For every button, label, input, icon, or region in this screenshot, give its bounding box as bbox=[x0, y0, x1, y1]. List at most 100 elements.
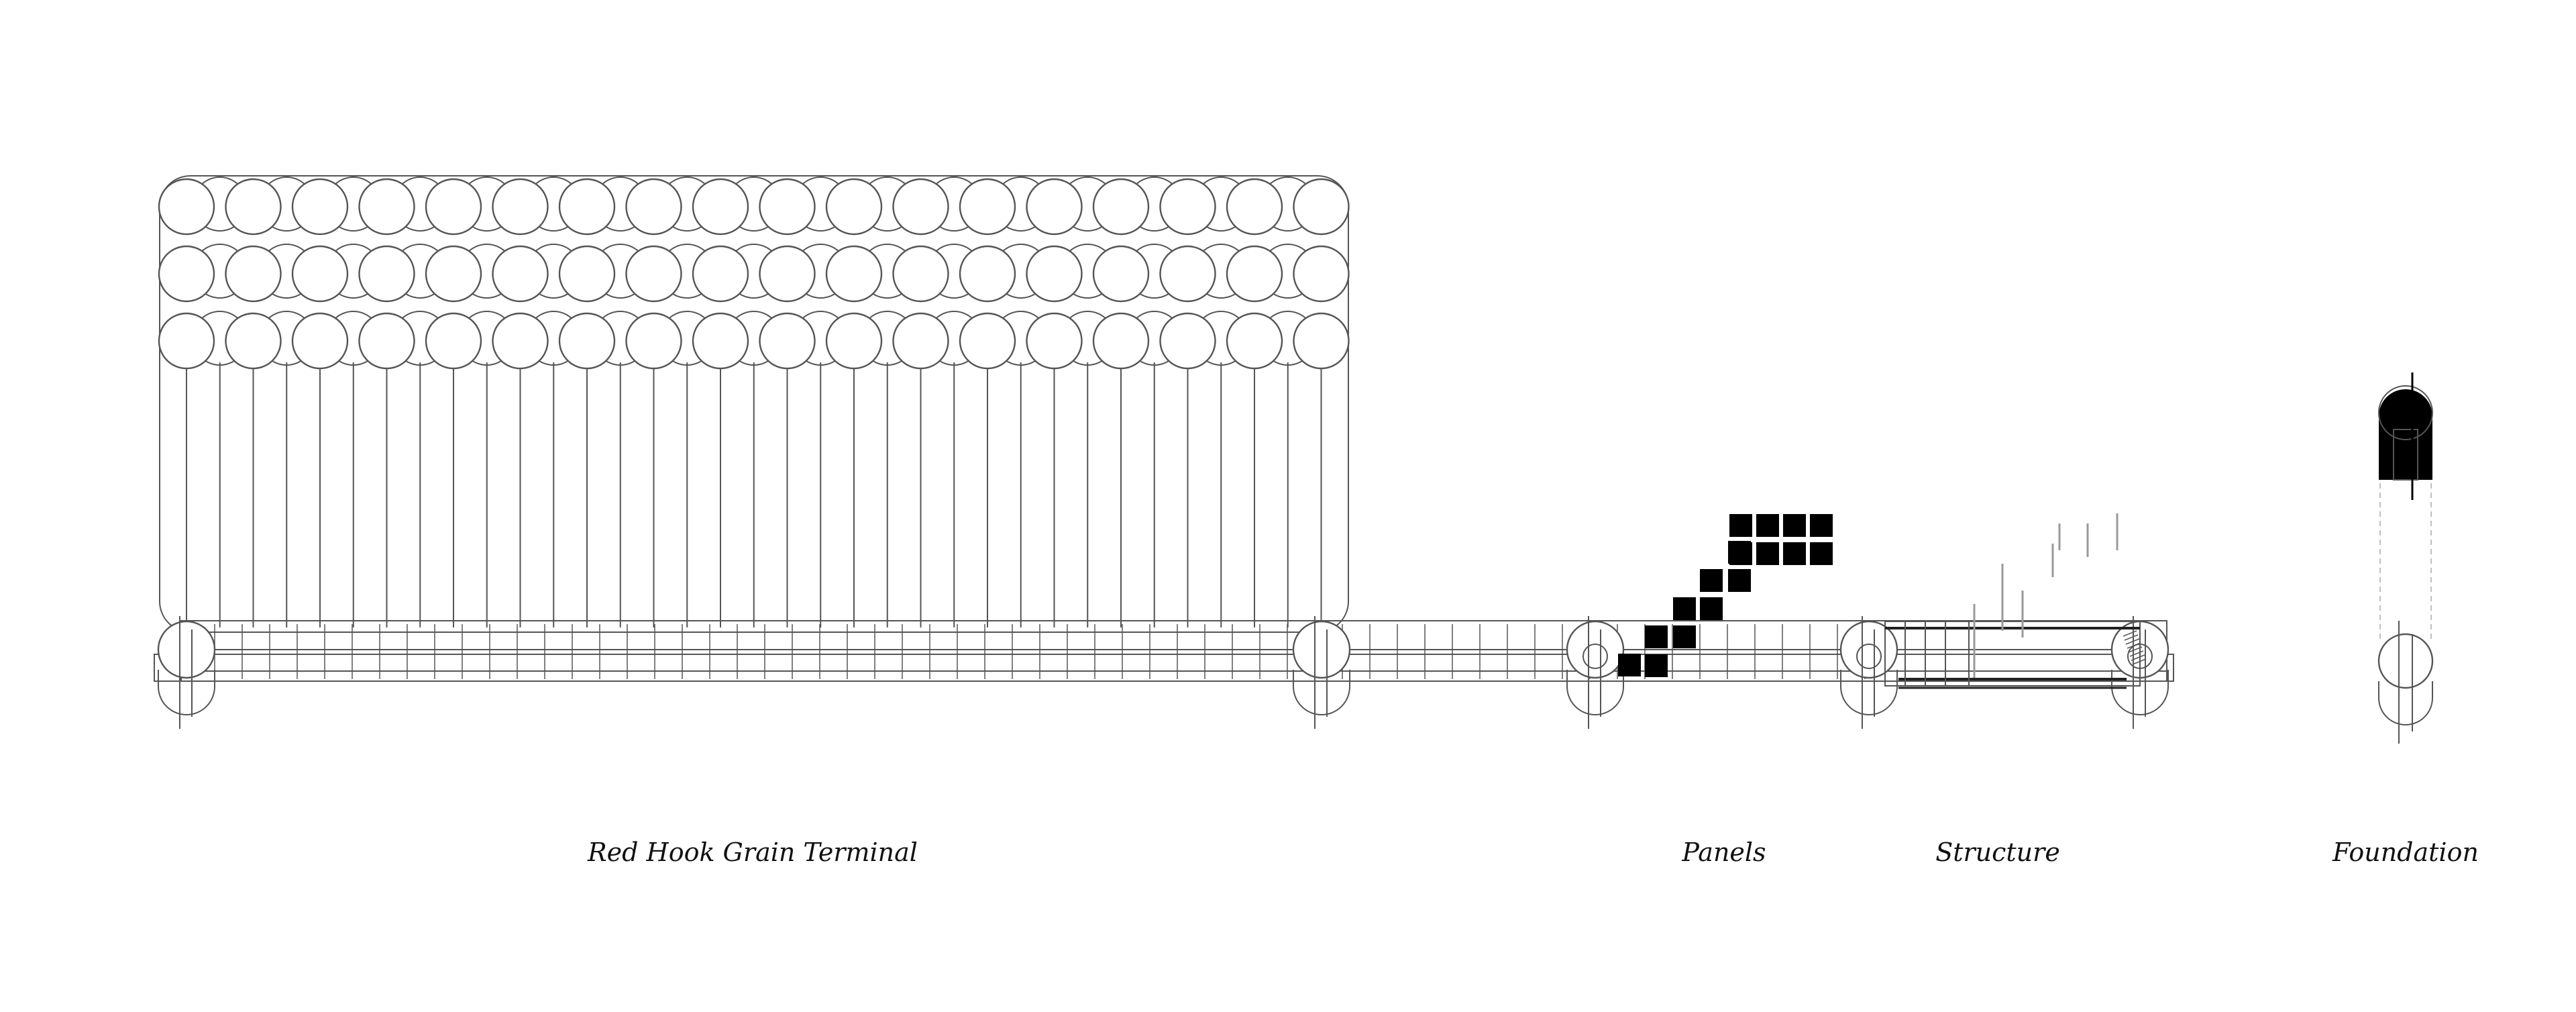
silo-circle bbox=[1026, 245, 1083, 303]
silo-circle bbox=[492, 245, 549, 303]
panel-square bbox=[1783, 514, 1806, 537]
silo-circle bbox=[692, 245, 749, 303]
silo-circle bbox=[892, 178, 949, 236]
conveyor-nodes bbox=[157, 616, 2169, 729]
grain-terminal-silos bbox=[158, 175, 1350, 633]
silo-circle bbox=[358, 178, 415, 236]
node-terminal-start-drum bbox=[158, 670, 215, 715]
node-structure-end-drum bbox=[2111, 670, 2169, 715]
silo-circle bbox=[291, 312, 349, 370]
node-inner-ring bbox=[1582, 644, 1608, 669]
panel-square bbox=[1700, 569, 1723, 592]
silo-circle bbox=[1293, 178, 1350, 236]
silo-circle bbox=[1226, 245, 1283, 303]
silo-circle bbox=[158, 178, 215, 236]
silo-circle bbox=[1159, 245, 1216, 303]
panel-square bbox=[1673, 625, 1696, 648]
node-panels-circle bbox=[1566, 620, 1625, 679]
silo-circle bbox=[692, 178, 749, 236]
node-structure-circle bbox=[1839, 620, 1898, 679]
silo-circle bbox=[291, 178, 349, 236]
silo-circle bbox=[1026, 312, 1083, 370]
panel-square bbox=[1645, 654, 1668, 677]
structure-frame bbox=[1884, 513, 2147, 689]
panel-square bbox=[1700, 597, 1723, 620]
silo-circle bbox=[358, 312, 415, 370]
silo-circle bbox=[558, 178, 616, 236]
silo-circle bbox=[825, 245, 883, 303]
panel-square bbox=[1728, 569, 1751, 592]
silo-circle bbox=[425, 312, 482, 370]
label-foundation: Foundation bbox=[2332, 838, 2479, 867]
silo-circle bbox=[759, 245, 816, 303]
structure-stair-tread bbox=[2127, 642, 2141, 649]
panel-square bbox=[1783, 542, 1806, 565]
structure-stair-tread bbox=[2131, 654, 2145, 661]
silo-circle bbox=[558, 312, 616, 370]
silo-circle bbox=[759, 178, 816, 236]
node-terminal-mid-drum bbox=[1293, 670, 1350, 715]
foundation-drum bbox=[2378, 681, 2433, 725]
node-structure-drum bbox=[1840, 670, 1898, 715]
panel-square bbox=[1729, 542, 1752, 565]
structure-stair-tread bbox=[2128, 646, 2143, 653]
node-inner-ring bbox=[1856, 644, 1882, 669]
silo-circle bbox=[1293, 312, 1350, 370]
silo-circle bbox=[291, 245, 349, 303]
structure-stair-tread bbox=[2125, 638, 2140, 645]
panel-square bbox=[1810, 542, 1833, 565]
silo-circle bbox=[492, 178, 549, 236]
structure-stair-tread bbox=[2132, 658, 2147, 665]
base-rail bbox=[154, 654, 2174, 682]
node-terminal-mid-circle bbox=[1292, 620, 1351, 679]
silo-circle bbox=[225, 178, 282, 236]
silo-circle bbox=[425, 178, 482, 236]
silo-circle bbox=[892, 312, 949, 370]
silo-circle bbox=[1226, 178, 1283, 236]
silo-circle bbox=[892, 245, 949, 303]
foundation-core bbox=[2393, 429, 2418, 480]
silo-circle bbox=[225, 312, 282, 370]
panel-square bbox=[1729, 514, 1752, 537]
silo-circle bbox=[558, 245, 616, 303]
silo-circle bbox=[425, 245, 482, 303]
silo-circle bbox=[1159, 178, 1216, 236]
node-terminal-start-circle bbox=[157, 620, 216, 679]
structure-stair-tread bbox=[2129, 650, 2144, 657]
panel-blocks bbox=[1618, 514, 1833, 677]
silo-circle bbox=[959, 245, 1016, 303]
silo-circle bbox=[825, 178, 883, 236]
panel-square bbox=[1756, 514, 1779, 537]
silo-circle bbox=[1226, 312, 1283, 370]
label-panels: Panels bbox=[1682, 838, 1766, 867]
silo-circle bbox=[1092, 312, 1150, 370]
panel-square bbox=[1810, 514, 1833, 537]
foundation-element bbox=[2377, 372, 2434, 744]
silo-circle bbox=[1092, 245, 1150, 303]
silo-circle bbox=[825, 312, 883, 370]
silo-circle bbox=[358, 245, 415, 303]
silo-circle bbox=[959, 312, 1016, 370]
structure-stair-tread bbox=[2124, 634, 2139, 641]
label-structure: Structure bbox=[1935, 838, 2060, 867]
silo-circle bbox=[1293, 245, 1350, 303]
silo-circle bbox=[625, 312, 682, 370]
node-panels-drum bbox=[1566, 670, 1624, 715]
silo-circle bbox=[225, 245, 282, 303]
foundation-cap-ring bbox=[2378, 385, 2433, 440]
foundation-dark-cap bbox=[2379, 389, 2432, 480]
panel-square bbox=[1618, 654, 1641, 676]
silo-circle bbox=[158, 312, 215, 370]
silo-circle bbox=[692, 312, 749, 370]
silo-circle bbox=[625, 245, 682, 303]
silo-circle bbox=[625, 178, 682, 236]
panel-square bbox=[1673, 597, 1696, 620]
silo-circle bbox=[959, 178, 1016, 236]
structure-stair-tread bbox=[2123, 630, 2137, 637]
structure-box bbox=[1884, 621, 2141, 687]
silo-circle bbox=[1092, 178, 1150, 236]
panel-square bbox=[1645, 625, 1668, 648]
silo-circle bbox=[492, 312, 549, 370]
silo-circle bbox=[759, 312, 816, 370]
